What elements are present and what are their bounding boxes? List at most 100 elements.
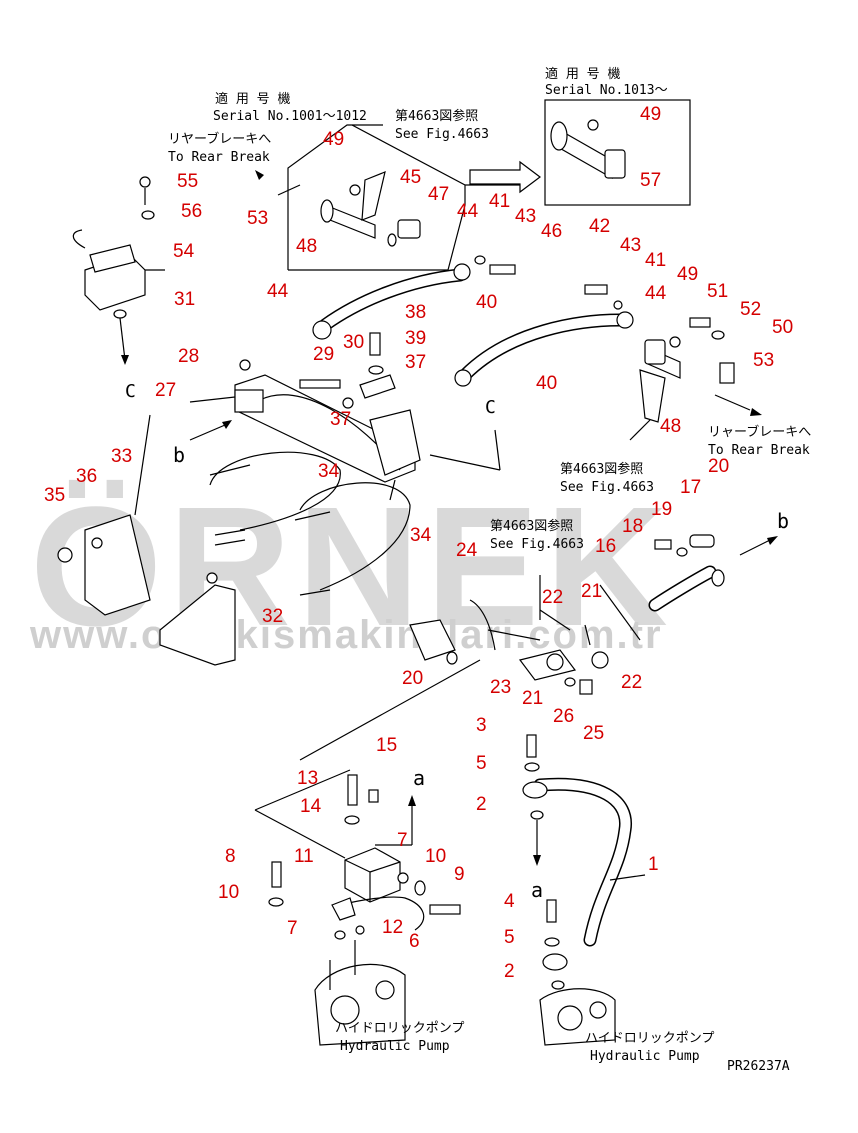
part-number: 34 bbox=[410, 525, 432, 546]
part-number: 41 bbox=[645, 250, 666, 271]
label-to-rear-break-1: To Rear Break bbox=[168, 150, 270, 165]
label-pump-jp-1: ハイドロリックポンプ bbox=[335, 1021, 464, 1036]
valve-54-icon bbox=[72, 176, 155, 365]
part-number: 37 bbox=[405, 352, 426, 373]
hydraulic-pump-right-icon bbox=[539, 988, 616, 1046]
part-number: 42 bbox=[589, 216, 610, 237]
label-see-fig-3: See Fig.4663 bbox=[490, 537, 584, 552]
part-number: 37 bbox=[330, 409, 351, 430]
part-number: 2 bbox=[504, 961, 515, 982]
part-number: 53 bbox=[247, 208, 268, 229]
ref-b-1: b bbox=[173, 443, 185, 467]
pipe-57-icon bbox=[550, 119, 626, 180]
watermark-url: www.ornekismakinelari.com.tr bbox=[29, 613, 663, 657]
part-number: 56 bbox=[181, 201, 202, 222]
part-number: 22 bbox=[621, 672, 642, 693]
part-number: 40 bbox=[536, 373, 557, 394]
part-number: 7 bbox=[287, 918, 298, 939]
label-to-rear-break-2: To Rear Break bbox=[708, 443, 810, 458]
part-number: 44 bbox=[645, 283, 667, 304]
part-number: 16 bbox=[595, 536, 616, 557]
label-see-fig-jp-2: 第4663図参照 bbox=[560, 461, 643, 477]
part-number: 2 bbox=[476, 794, 487, 815]
part-number: 43 bbox=[515, 206, 536, 227]
part-number: 51 bbox=[707, 281, 728, 302]
part-number: 13 bbox=[297, 768, 318, 789]
label-see-fig-jp-3: 第4663図参照 bbox=[490, 518, 573, 534]
part-number: 26 bbox=[553, 706, 574, 727]
part-number: 52 bbox=[740, 299, 761, 320]
leader-lines bbox=[134, 170, 778, 881]
part-number: 3 bbox=[476, 715, 487, 736]
block-11-icon bbox=[268, 774, 461, 940]
bracket-34-lower-icon bbox=[294, 482, 411, 596]
part-number: 21 bbox=[581, 581, 602, 602]
label-to-rear-break-jp-1: リヤーブレーキへ bbox=[168, 131, 271, 147]
part-number: 9 bbox=[454, 864, 465, 885]
part-number: 19 bbox=[651, 499, 672, 520]
part-number: 10 bbox=[218, 882, 239, 903]
arrow-to-late-serial bbox=[469, 160, 541, 194]
part-number: 45 bbox=[400, 167, 421, 188]
part-number: 49 bbox=[677, 264, 698, 285]
label-serial-range-2: Serial No.1013～ bbox=[545, 83, 668, 98]
label-see-fig-jp-1: 第4663図参照 bbox=[395, 108, 478, 124]
ref-c-2: C bbox=[485, 397, 496, 418]
part-number: 25 bbox=[583, 723, 604, 744]
label-applicable-jp-2: 適 用 号 機 bbox=[545, 66, 620, 82]
ref-b-2: b bbox=[777, 509, 789, 533]
annotation-labels: 適 用 号 機 Serial No.1001～1012 第4663図参照 See… bbox=[125, 66, 811, 1074]
label-see-fig-2: See Fig.4663 bbox=[560, 480, 654, 495]
part-number: 41 bbox=[489, 191, 510, 212]
valve-22-icon bbox=[409, 584, 641, 695]
part-number: 54 bbox=[173, 241, 195, 262]
frame-27-icon bbox=[234, 359, 421, 501]
pipe-48-icon bbox=[320, 171, 421, 247]
part-number: 24 bbox=[456, 540, 478, 561]
label-pump-jp-2: ハイドロリックポンプ bbox=[585, 1031, 714, 1046]
part-number: 44 bbox=[267, 281, 289, 302]
label-pump-1: Hydraulic Pump bbox=[340, 1039, 450, 1054]
ref-a-2: a bbox=[531, 878, 543, 902]
part-number: 5 bbox=[504, 927, 515, 948]
part-number: 22 bbox=[542, 587, 563, 608]
part-number: 18 bbox=[622, 516, 643, 537]
bolts-left-icon bbox=[299, 255, 516, 409]
part-number: 10 bbox=[425, 846, 446, 867]
part-number: 32 bbox=[262, 606, 283, 627]
part-number: 11 bbox=[294, 846, 314, 867]
part-number: 43 bbox=[620, 235, 641, 256]
part-number-callouts: 49 45 47 48 53 55 56 54 31 44 41 43 46 4… bbox=[44, 104, 793, 982]
part-number: 38 bbox=[405, 302, 426, 323]
part-number: 6 bbox=[409, 931, 420, 952]
part-number: 40 bbox=[476, 292, 497, 313]
part-number: 53 bbox=[753, 350, 774, 371]
ref-a-1: a bbox=[413, 766, 425, 790]
ref-c-1: C bbox=[125, 381, 136, 402]
part-number: 48 bbox=[296, 236, 317, 257]
hose-16-icon bbox=[648, 534, 725, 612]
hydraulic-pump-left-icon bbox=[314, 940, 406, 1046]
label-to-rear-break-jp-2: リャーブレーキへ bbox=[708, 424, 811, 440]
part-number: 39 bbox=[405, 328, 426, 349]
part-number: 7 bbox=[397, 830, 408, 851]
part-number: 20 bbox=[402, 668, 423, 689]
part-number: 49 bbox=[323, 129, 344, 150]
part-number: 50 bbox=[772, 317, 793, 338]
bracket-33-icon bbox=[57, 514, 151, 616]
bracket-34-upper-icon bbox=[209, 451, 341, 546]
part-number: 29 bbox=[313, 344, 334, 365]
part-number: 28 bbox=[178, 346, 199, 367]
part-number: 14 bbox=[300, 796, 322, 817]
part-number: 15 bbox=[376, 735, 397, 756]
label-serial-range-1: Serial No.1001～1012 bbox=[213, 109, 367, 124]
inset-box-early-serial bbox=[287, 124, 528, 271]
label-pump-2: Hydraulic Pump bbox=[590, 1049, 700, 1064]
part-number: 5 bbox=[476, 753, 487, 774]
part-number: 23 bbox=[490, 677, 511, 698]
part-number: 17 bbox=[680, 477, 701, 498]
part-number: 4 bbox=[504, 891, 515, 912]
part-number: 27 bbox=[155, 380, 176, 401]
